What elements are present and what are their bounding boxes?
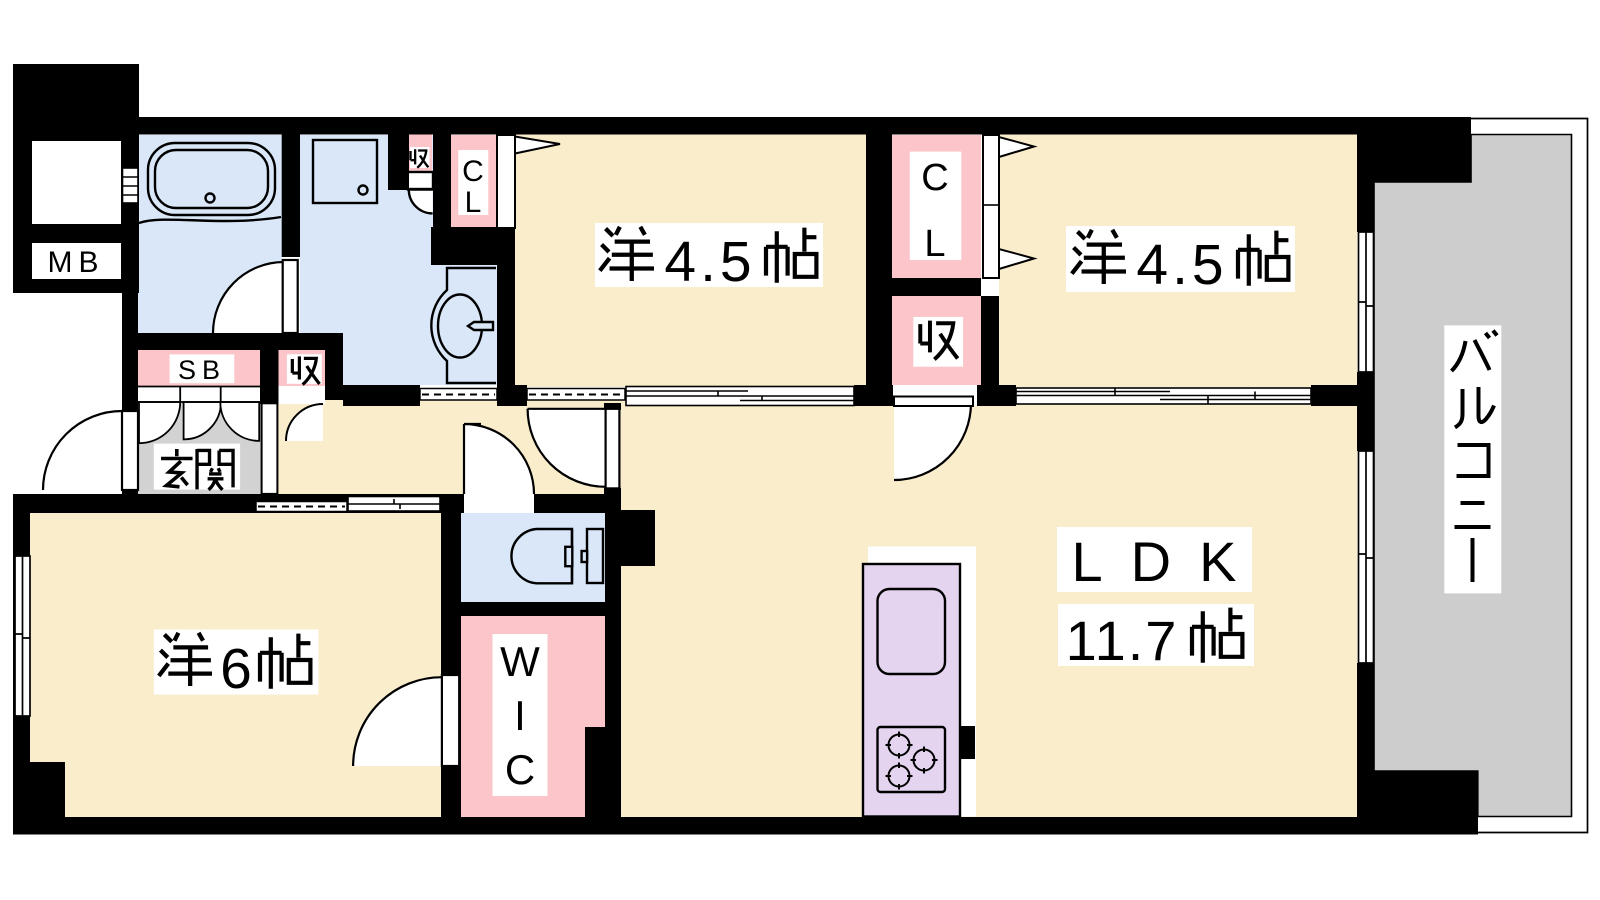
svg-text:W: W — [500, 638, 540, 685]
svg-text:C: C — [921, 157, 948, 199]
svg-text:L: L — [924, 223, 945, 265]
svg-text:MB: MB — [48, 246, 105, 279]
svg-text:4.5: 4.5 — [1136, 233, 1227, 297]
svg-text:6: 6 — [220, 637, 252, 701]
svg-text:C: C — [462, 155, 484, 188]
svg-text:L: L — [465, 186, 482, 219]
svg-text:I: I — [514, 692, 526, 739]
svg-text:4.5: 4.5 — [664, 230, 755, 294]
svg-text:11.7: 11.7 — [1066, 609, 1179, 672]
svg-text:C: C — [505, 746, 535, 793]
svg-text:SB: SB — [178, 355, 226, 385]
svg-text:LDK: LDK — [1072, 530, 1265, 593]
